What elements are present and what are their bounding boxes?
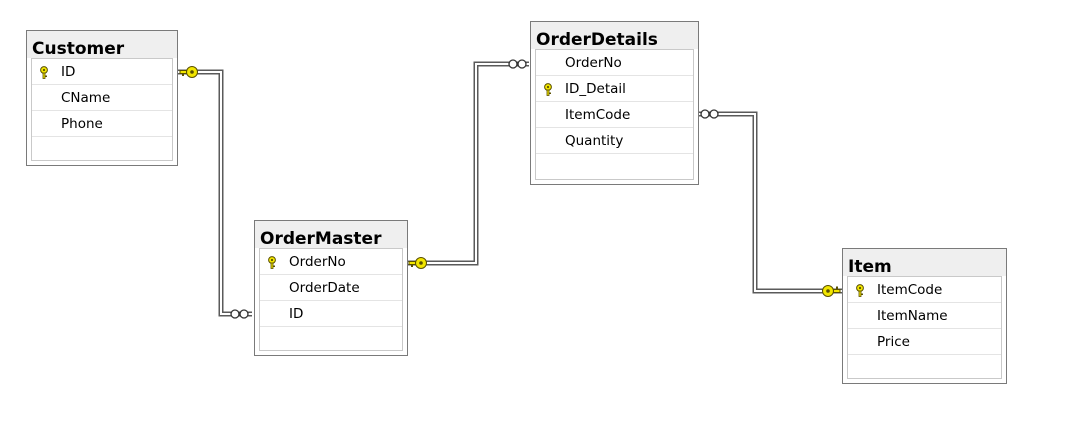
- table-customer[interactable]: Customer ID CName Phone: [26, 30, 178, 166]
- column-name: Phone: [61, 116, 103, 132]
- many-end-icon: [508, 59, 527, 69]
- one-end-key-icon: [822, 285, 841, 297]
- column-name: ItemCode: [565, 107, 631, 123]
- column-name: OrderNo: [565, 55, 622, 71]
- column-name: OrderDate: [289, 280, 360, 296]
- table-columns: OrderNo OrderDate ID: [259, 248, 403, 351]
- primary-key-icon: [850, 277, 872, 303]
- table-title: Customer: [32, 39, 125, 59]
- column-row-itemcode[interactable]: ItemCode: [848, 277, 1001, 303]
- column-name: ID: [289, 306, 304, 322]
- table-title: OrderDetails: [536, 30, 658, 50]
- column-row-itemname[interactable]: ItemName: [848, 303, 1001, 329]
- column-row-orderdate[interactable]: OrderDate: [260, 275, 402, 301]
- many-end-icon: [230, 309, 249, 319]
- table-header[interactable]: OrderDetails: [531, 22, 698, 50]
- column-row-itemcode[interactable]: ItemCode: [536, 102, 693, 128]
- column-name: ID: [61, 64, 76, 80]
- column-row-orderno[interactable]: OrderNo: [260, 249, 402, 275]
- one-end-key-icon: [408, 257, 427, 269]
- column-name: ItemCode: [877, 282, 943, 298]
- table-orderdetails[interactable]: OrderDetails OrderNo ID_Detail ItemCode …: [530, 21, 699, 185]
- many-end-icon: [700, 109, 719, 119]
- table-title: Item: [848, 257, 892, 277]
- table-ordermaster[interactable]: OrderMaster OrderNo OrderDate ID: [254, 220, 408, 356]
- column-row-quantity[interactable]: Quantity: [536, 128, 693, 154]
- column-name: ID_Detail: [565, 81, 626, 97]
- primary-key-icon: [262, 249, 284, 275]
- table-columns: ID CName Phone: [31, 58, 173, 161]
- column-name: Price: [877, 334, 910, 350]
- one-end-key-icon: [179, 66, 198, 78]
- column-row-id[interactable]: ID: [32, 59, 172, 85]
- table-columns: OrderNo ID_Detail ItemCode Quantity: [535, 49, 694, 180]
- table-item[interactable]: Item ItemCode ItemName Price: [842, 248, 1007, 384]
- table-header[interactable]: Item: [843, 249, 1006, 277]
- column-name: OrderNo: [289, 254, 346, 270]
- column-row-price[interactable]: Price: [848, 329, 1001, 355]
- column-row-cname[interactable]: CName: [32, 85, 172, 111]
- primary-key-icon: [34, 59, 56, 85]
- relationship-customer-ordermaster[interactable]: [178, 69, 252, 317]
- primary-key-icon: [538, 76, 560, 102]
- table-title: OrderMaster: [260, 229, 382, 249]
- column-name: ItemName: [877, 308, 948, 324]
- table-columns: ItemCode ItemName Price: [847, 276, 1002, 379]
- column-row-phone[interactable]: Phone: [32, 111, 172, 137]
- column-row-id-detail[interactable]: ID_Detail: [536, 76, 693, 102]
- relationship-item-orderdetails[interactable]: [699, 111, 842, 294]
- column-row-orderno[interactable]: OrderNo: [536, 50, 693, 76]
- table-header[interactable]: Customer: [27, 31, 177, 59]
- column-name: Quantity: [565, 133, 624, 149]
- column-name: CName: [61, 90, 111, 106]
- table-header[interactable]: OrderMaster: [255, 221, 407, 249]
- relationship-ordermaster-orderdetails[interactable]: [407, 61, 529, 266]
- column-row-id[interactable]: ID: [260, 301, 402, 327]
